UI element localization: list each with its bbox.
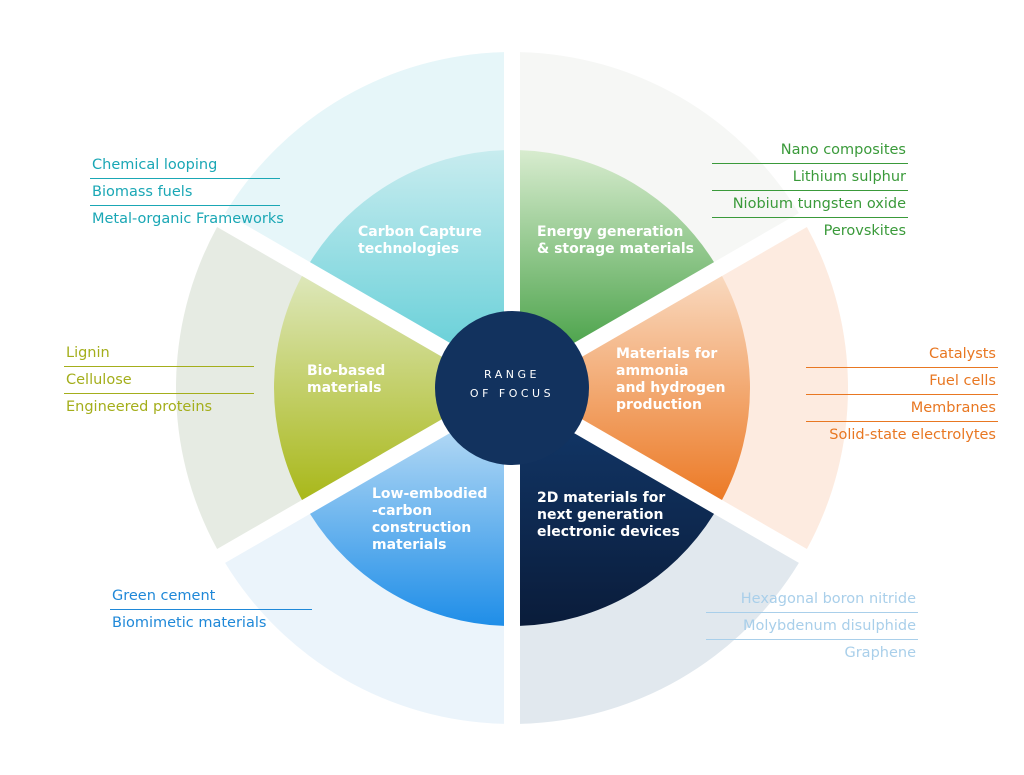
wedge-title-line: ammonia [616, 363, 688, 379]
list-item: Membranes [806, 395, 998, 422]
list-item: Molybdenum disulphide [706, 613, 918, 640]
list-item: Lithium sulphur [712, 164, 908, 191]
wedge-title-line: materials [372, 537, 447, 553]
center-circle [435, 311, 589, 465]
list-item: Hexagonal boron nitride [706, 586, 918, 613]
list-item: Engineered proteins [66, 399, 213, 415]
list-item: Catalysts [806, 341, 998, 368]
inner-wedge-carbon-capture [310, 150, 504, 375]
wedge-title-line: Materials for [616, 346, 717, 362]
wedge-title-line: technologies [358, 241, 459, 257]
list-2d-materials: Hexagonal boron nitride Molybdenum disul… [706, 586, 918, 666]
wedge-title-line: Carbon Capture [358, 224, 482, 240]
list-item: Graphene [844, 645, 916, 661]
wedge-title-line: Bio-based [307, 363, 385, 379]
list-carbon-capture: Chemical looping Biomass fuels Metal-org… [90, 152, 284, 232]
list-bio-based: Lignin Cellulose Engineered proteins [64, 340, 254, 420]
wedge-title-line: 2D materials for [537, 490, 665, 506]
list-item: Lignin [64, 340, 254, 367]
wedge-title-energy: Energy generation& storage materials [537, 224, 694, 257]
list-low-carbon: Green cement Biomimetic materials [110, 583, 312, 636]
wedge-title-line: production [616, 397, 702, 413]
list-item: Niobium tungsten oxide [712, 191, 908, 218]
list-energy: Nano composites Lithium sulphur Niobium … [712, 137, 908, 244]
list-item: Metal-organic Frameworks [92, 211, 284, 227]
wedge-title-line: & storage materials [537, 241, 694, 257]
wedge-title-line: electronic devices [537, 524, 680, 540]
list-item: Fuel cells [806, 368, 998, 395]
inner-wedge-ammonia-hydrogen [528, 275, 750, 501]
list-ammonia-hydrogen: Catalysts Fuel cells Membranes Solid-sta… [806, 341, 998, 448]
inner-wedge-energy [520, 150, 714, 375]
list-item: Chemical looping [90, 152, 280, 179]
inner-wedge-bio-based [274, 275, 496, 501]
inner-wedge-low-carbon [310, 401, 504, 626]
inner-wedges [274, 150, 750, 626]
center-label-line2: OF FOCUS [470, 387, 554, 400]
wedge-title-line: Energy generation [537, 224, 683, 240]
wedge-title-line: materials [307, 380, 382, 396]
list-item: Nano composites [712, 137, 908, 164]
wedge-title-line: construction [372, 520, 471, 536]
inner-wedge-2d-materials [520, 401, 714, 626]
wedge-title-line: and hydrogen [616, 380, 725, 396]
list-item: Cellulose [64, 367, 254, 394]
wedge-title-line: next generation [537, 507, 663, 523]
center-label-line1: RANGE [484, 368, 540, 381]
list-item: Biomass fuels [90, 179, 280, 206]
wedge-title-line: Low-embodied [372, 486, 487, 502]
list-item: Solid-state electrolytes [829, 427, 996, 443]
list-item: Green cement [110, 583, 312, 610]
list-item: Perovskites [823, 223, 906, 239]
list-item: Biomimetic materials [112, 615, 267, 631]
wedge-title-line: -carbon [372, 503, 432, 519]
